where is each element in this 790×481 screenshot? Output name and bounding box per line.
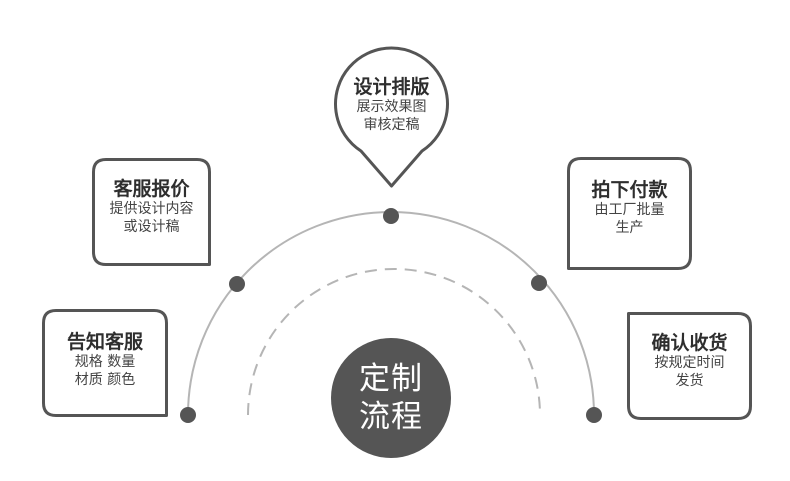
step-dot-2 xyxy=(229,276,245,292)
step-title: 客服报价 xyxy=(113,178,190,200)
step-bubble-2: 客服报价 提供设计内容 或设计稿 xyxy=(92,158,211,266)
center-circle: 定制 流程 xyxy=(331,338,451,458)
step-bubble-4: 拍下付款 由工厂批量 生产 xyxy=(567,157,692,270)
bubble-shape xyxy=(627,312,752,420)
inner-dashed-arc xyxy=(247,268,541,416)
step-detail-line: 展示效果图 xyxy=(356,99,427,115)
pin-shape xyxy=(334,46,449,188)
step-detail-line: 审核定稿 xyxy=(363,117,420,133)
step-dot-3 xyxy=(383,208,399,224)
step-detail-line: 由工厂批量 xyxy=(594,202,665,218)
step-detail-line: 材质 颜色 xyxy=(74,372,136,388)
bubble-shape xyxy=(42,309,168,417)
step-bubble-1: 告知客服 规格 数量 材质 颜色 xyxy=(42,309,168,417)
step-detail-line: 生产 xyxy=(615,220,644,236)
step-title: 告知客服 xyxy=(66,331,143,353)
step-title: 设计排版 xyxy=(353,76,430,98)
bubble-shape xyxy=(92,158,211,266)
step-detail-line: 按规定时间 xyxy=(654,355,725,371)
center-title-line-2: 流程 xyxy=(359,399,423,435)
step-detail-line: 发货 xyxy=(675,373,704,389)
step-detail-line: 规格 数量 xyxy=(74,354,136,370)
step-bubble-5: 确认收货 按规定时间 发货 xyxy=(627,312,752,420)
step-dot-4 xyxy=(531,275,547,291)
step-title: 拍下付款 xyxy=(591,179,668,201)
step-detail-line: 或设计稿 xyxy=(123,219,180,235)
center-title-line-1: 定制 xyxy=(359,361,423,397)
bubble-shape xyxy=(567,157,692,270)
step-detail-line: 提供设计内容 xyxy=(109,201,194,217)
step-dot-5 xyxy=(586,407,602,423)
step-title: 确认收货 xyxy=(651,332,728,354)
step-bubble-3: 设计排版 展示效果图 审核定稿 xyxy=(333,46,450,188)
step-dot-1 xyxy=(180,407,196,423)
